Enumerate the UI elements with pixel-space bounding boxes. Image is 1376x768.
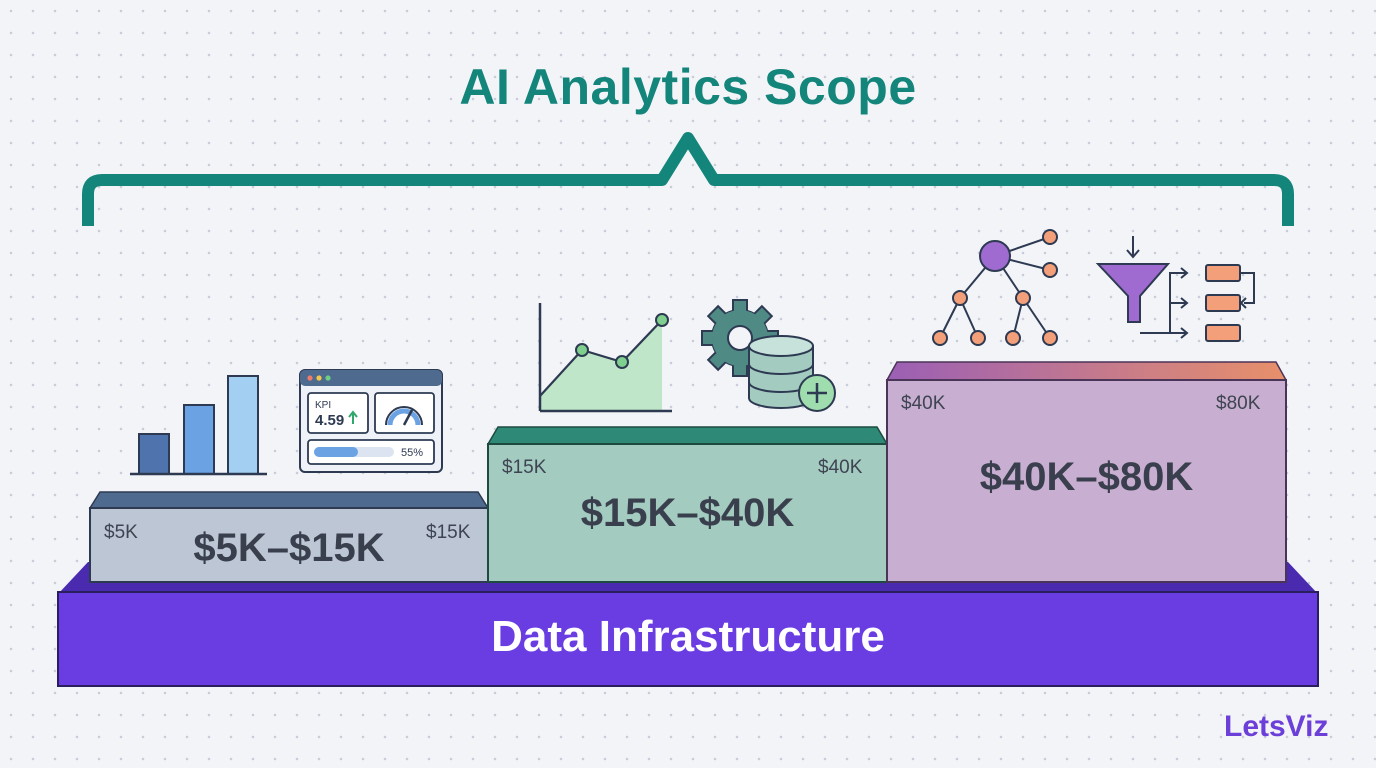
kpi-label: KPI (315, 400, 331, 411)
bar-chart-icon (130, 375, 267, 476)
scope-bracket (82, 132, 1294, 226)
arrow-up-icon (348, 410, 358, 424)
tier-2-max-label: $40K (818, 457, 863, 478)
page-title: AI Analytics Scope (459, 59, 917, 115)
tier-3-block (885, 361, 1288, 583)
kpi-value: 4.59 (315, 412, 344, 429)
brand-logo: LetsViz (1224, 710, 1329, 743)
tier-3-label: $40K–$80K (979, 455, 1194, 499)
tier-1-max-label: $15K (426, 522, 471, 543)
line-chart-icon (538, 303, 672, 413)
tier-2-min-label: $15K (502, 457, 547, 478)
tier-2-label: $15K–$40K (580, 491, 795, 535)
foundation-label: Data Infrastructure (491, 612, 885, 661)
tier-3-min-label: $40K (901, 393, 946, 414)
network-tree-icon (932, 229, 1058, 346)
tier-1-block (88, 491, 490, 583)
progress-label: 55% (401, 447, 423, 459)
tier-1-min-label: $5K (104, 522, 138, 543)
dashboard-icon: KPI 4.59 55% (299, 369, 443, 473)
funnel-flow-icon (1095, 236, 1255, 342)
tier-2-block (486, 426, 889, 583)
tier-3-max-label: $80K (1216, 393, 1261, 414)
gear-database-icon (701, 299, 836, 412)
tier-1-label: $5K–$15K (193, 526, 385, 570)
plus-icon (807, 383, 827, 403)
